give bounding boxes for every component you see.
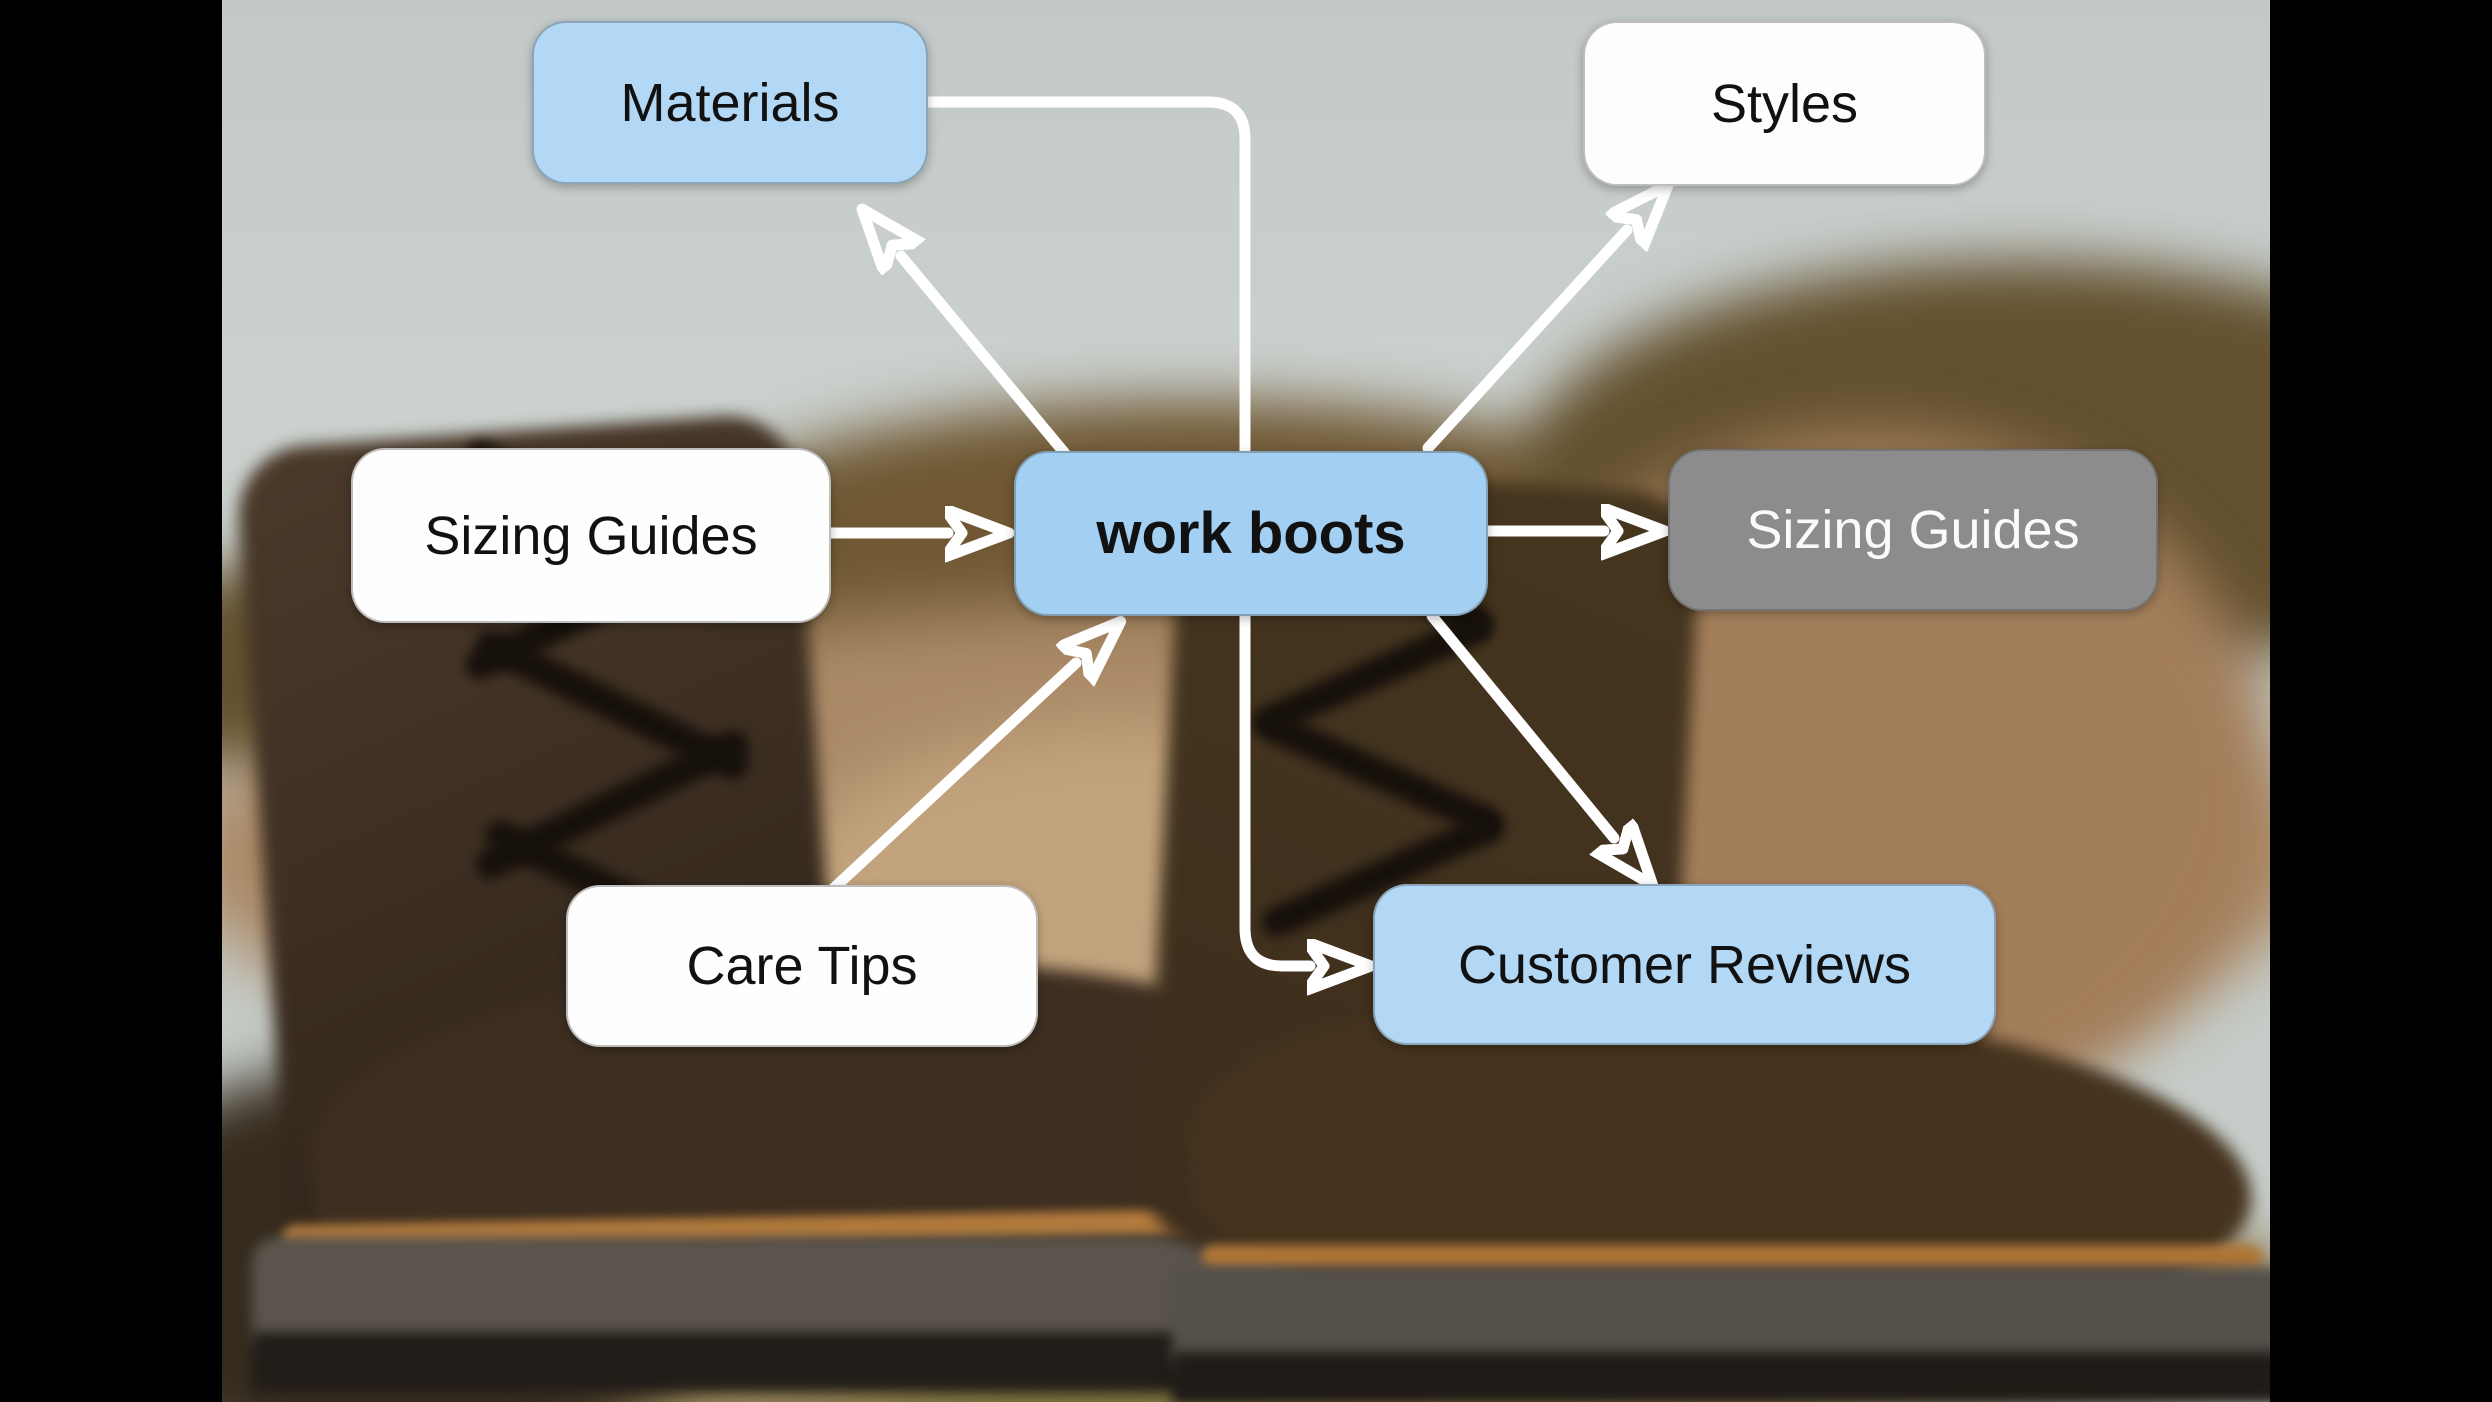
node-customer-reviews-label: Customer Reviews bbox=[1457, 934, 1912, 995]
edge-work-boots-to-styles bbox=[1422, 230, 1627, 454]
node-materials[interactable]: Materials bbox=[532, 21, 928, 184]
node-work-boots-central[interactable]: work boots bbox=[1014, 451, 1488, 616]
node-care-tips[interactable]: Care Tips bbox=[566, 885, 1038, 1047]
node-sizing-guides-right[interactable]: Sizing Guides bbox=[1668, 449, 2158, 611]
node-work-boots-label: work boots bbox=[1096, 501, 1406, 566]
node-styles-label: Styles bbox=[1710, 73, 1859, 134]
node-sizing-guides-right-label: Sizing Guides bbox=[1746, 500, 2080, 560]
node-styles[interactable]: Styles bbox=[1583, 21, 1986, 186]
right-boot-tread bbox=[1172, 1352, 2270, 1402]
edge-work-boots-to-materials bbox=[901, 256, 1088, 480]
node-materials-label: Materials bbox=[620, 72, 840, 133]
edge-care-tips-to-work-boots bbox=[828, 663, 1076, 894]
node-sizing-guides-left[interactable]: Sizing Guides bbox=[351, 448, 831, 623]
edge-work-boots-to-customer-reviews bbox=[1426, 610, 1614, 838]
right-boot-welt bbox=[1202, 1245, 2262, 1269]
node-care-tips-label: Care Tips bbox=[686, 936, 918, 996]
node-sizing-guides-left-label: Sizing Guides bbox=[424, 505, 758, 566]
node-customer-reviews[interactable]: Customer Reviews bbox=[1373, 884, 1996, 1045]
